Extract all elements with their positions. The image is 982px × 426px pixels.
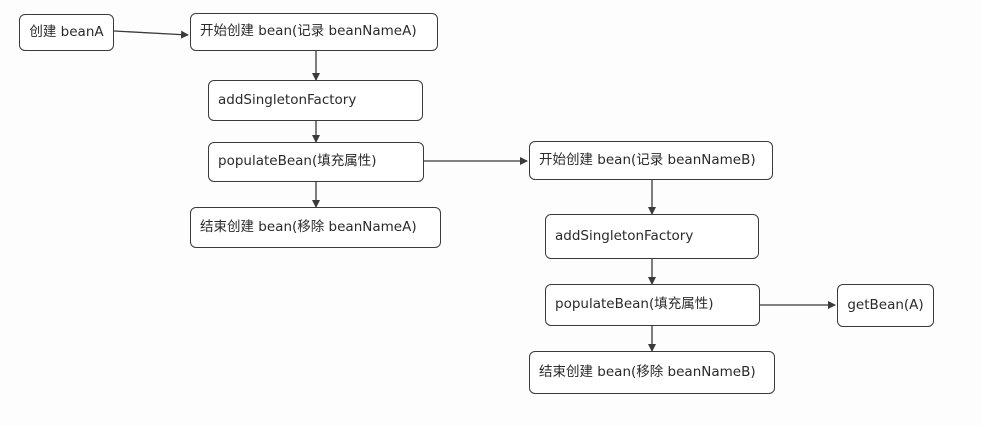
node-start-create-bean-a: 开始创建 bean(记录 beanNameA) — [190, 13, 438, 51]
node-populate-bean-b: populateBean(填充属性) — [545, 284, 760, 326]
node-get-bean-a: getBean(A) — [837, 284, 934, 327]
node-populate-bean-a: populateBean(填充属性) — [208, 142, 424, 182]
node-start-create-bean-b: 开始创建 bean(记录 beanNameB) — [529, 141, 773, 180]
arrow-create-a-to-start-a — [113, 30, 189, 39]
node-end-create-bean-a: 结束创建 bean(移除 beanNameA) — [190, 207, 441, 248]
node-create-bean-a: 创建 beanA — [19, 14, 114, 51]
node-end-create-bean-b: 结束创建 bean(移除 beanNameB) — [529, 351, 775, 394]
node-add-singleton-factory-b: addSingletonFactory — [545, 214, 759, 259]
node-add-singleton-factory-a: addSingletonFactory — [208, 80, 423, 121]
